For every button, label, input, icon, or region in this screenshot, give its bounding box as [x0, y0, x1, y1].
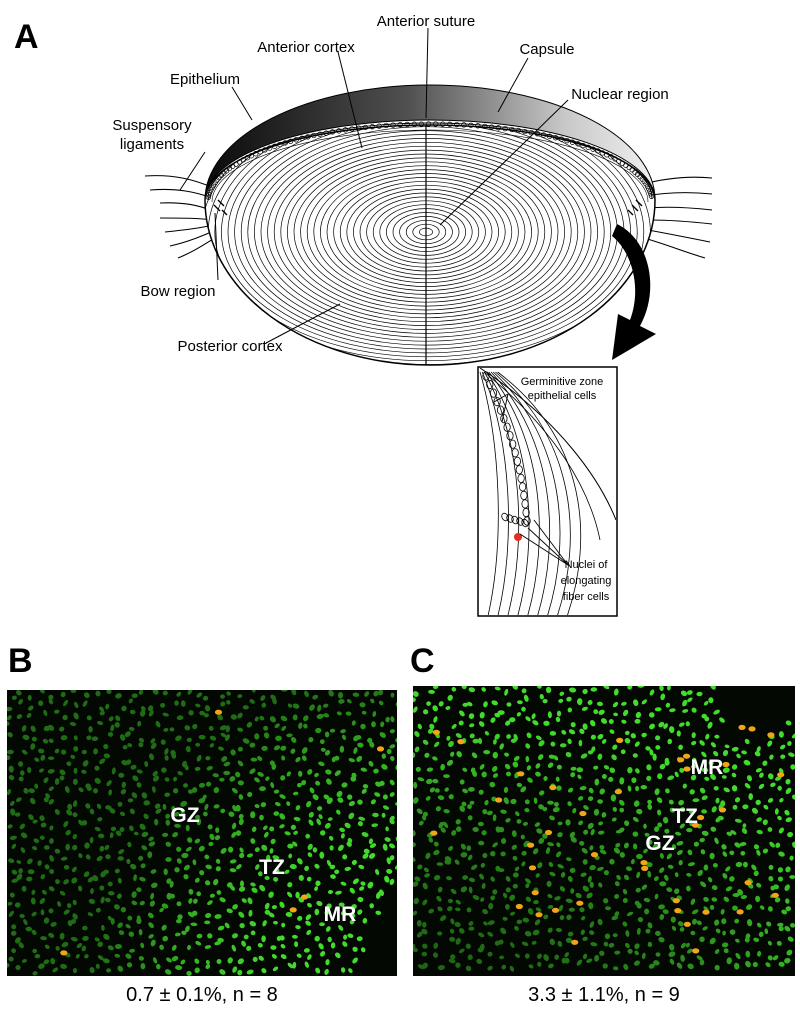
inset-box: Germinitive zone epithelial cells Nuclei… — [477, 366, 618, 617]
label-epithelium: Epithelium — [170, 71, 240, 88]
label-suspensory-2: ligaments — [120, 136, 184, 153]
inset-label-germ-1: Germinitive zone — [521, 376, 604, 388]
label-bow-region: Bow region — [140, 283, 215, 300]
label-anterior-cortex: Anterior cortex — [257, 39, 355, 56]
caption-b: 0.7 ± 0.1%, n = 8 — [126, 984, 278, 1006]
pointer-arrow — [612, 224, 656, 360]
inset-label-nuclei-1: Nuclei of — [565, 559, 609, 571]
red-marker — [514, 533, 522, 541]
lens-diagram: Anterior suture Anterior cortex Capsule … — [112, 13, 713, 617]
label-c-gz: GZ — [645, 832, 674, 855]
label-b-mr: MR — [324, 903, 357, 926]
label-suspensory-1: Suspensory — [112, 117, 192, 134]
panel-b-letter: B — [8, 642, 33, 680]
label-c-mr: MR — [691, 756, 724, 779]
label-c-tz: TZ — [672, 805, 698, 828]
label-nuclear-region: Nuclear region — [571, 86, 669, 103]
caption-c: 3.3 ± 1.1%, n = 9 — [528, 984, 680, 1006]
inset-label-nuclei-3: fiber cells — [563, 591, 610, 603]
label-b-gz: GZ — [170, 804, 199, 827]
label-posterior-cortex: Posterior cortex — [177, 338, 283, 355]
panel-c-letter: C — [410, 642, 435, 680]
inset-label-germ-2: epithelial cells — [528, 390, 597, 402]
lens-body — [204, 124, 656, 366]
bow-region-marks — [213, 199, 643, 216]
micrograph-c: MR TZ GZ — [413, 686, 795, 976]
micrograph-b: GZ TZ MR — [7, 690, 397, 976]
leader-lines — [179, 27, 569, 344]
label-anterior-suture: Anterior suture — [377, 13, 475, 30]
inset-leaders — [493, 393, 569, 566]
inset-cell-chain — [482, 371, 531, 528]
label-b-tz: TZ — [259, 856, 285, 879]
inset-label-nuclei-2: elongating — [561, 575, 612, 587]
panel-a-letter: A — [14, 18, 39, 56]
label-capsule: Capsule — [519, 41, 574, 58]
